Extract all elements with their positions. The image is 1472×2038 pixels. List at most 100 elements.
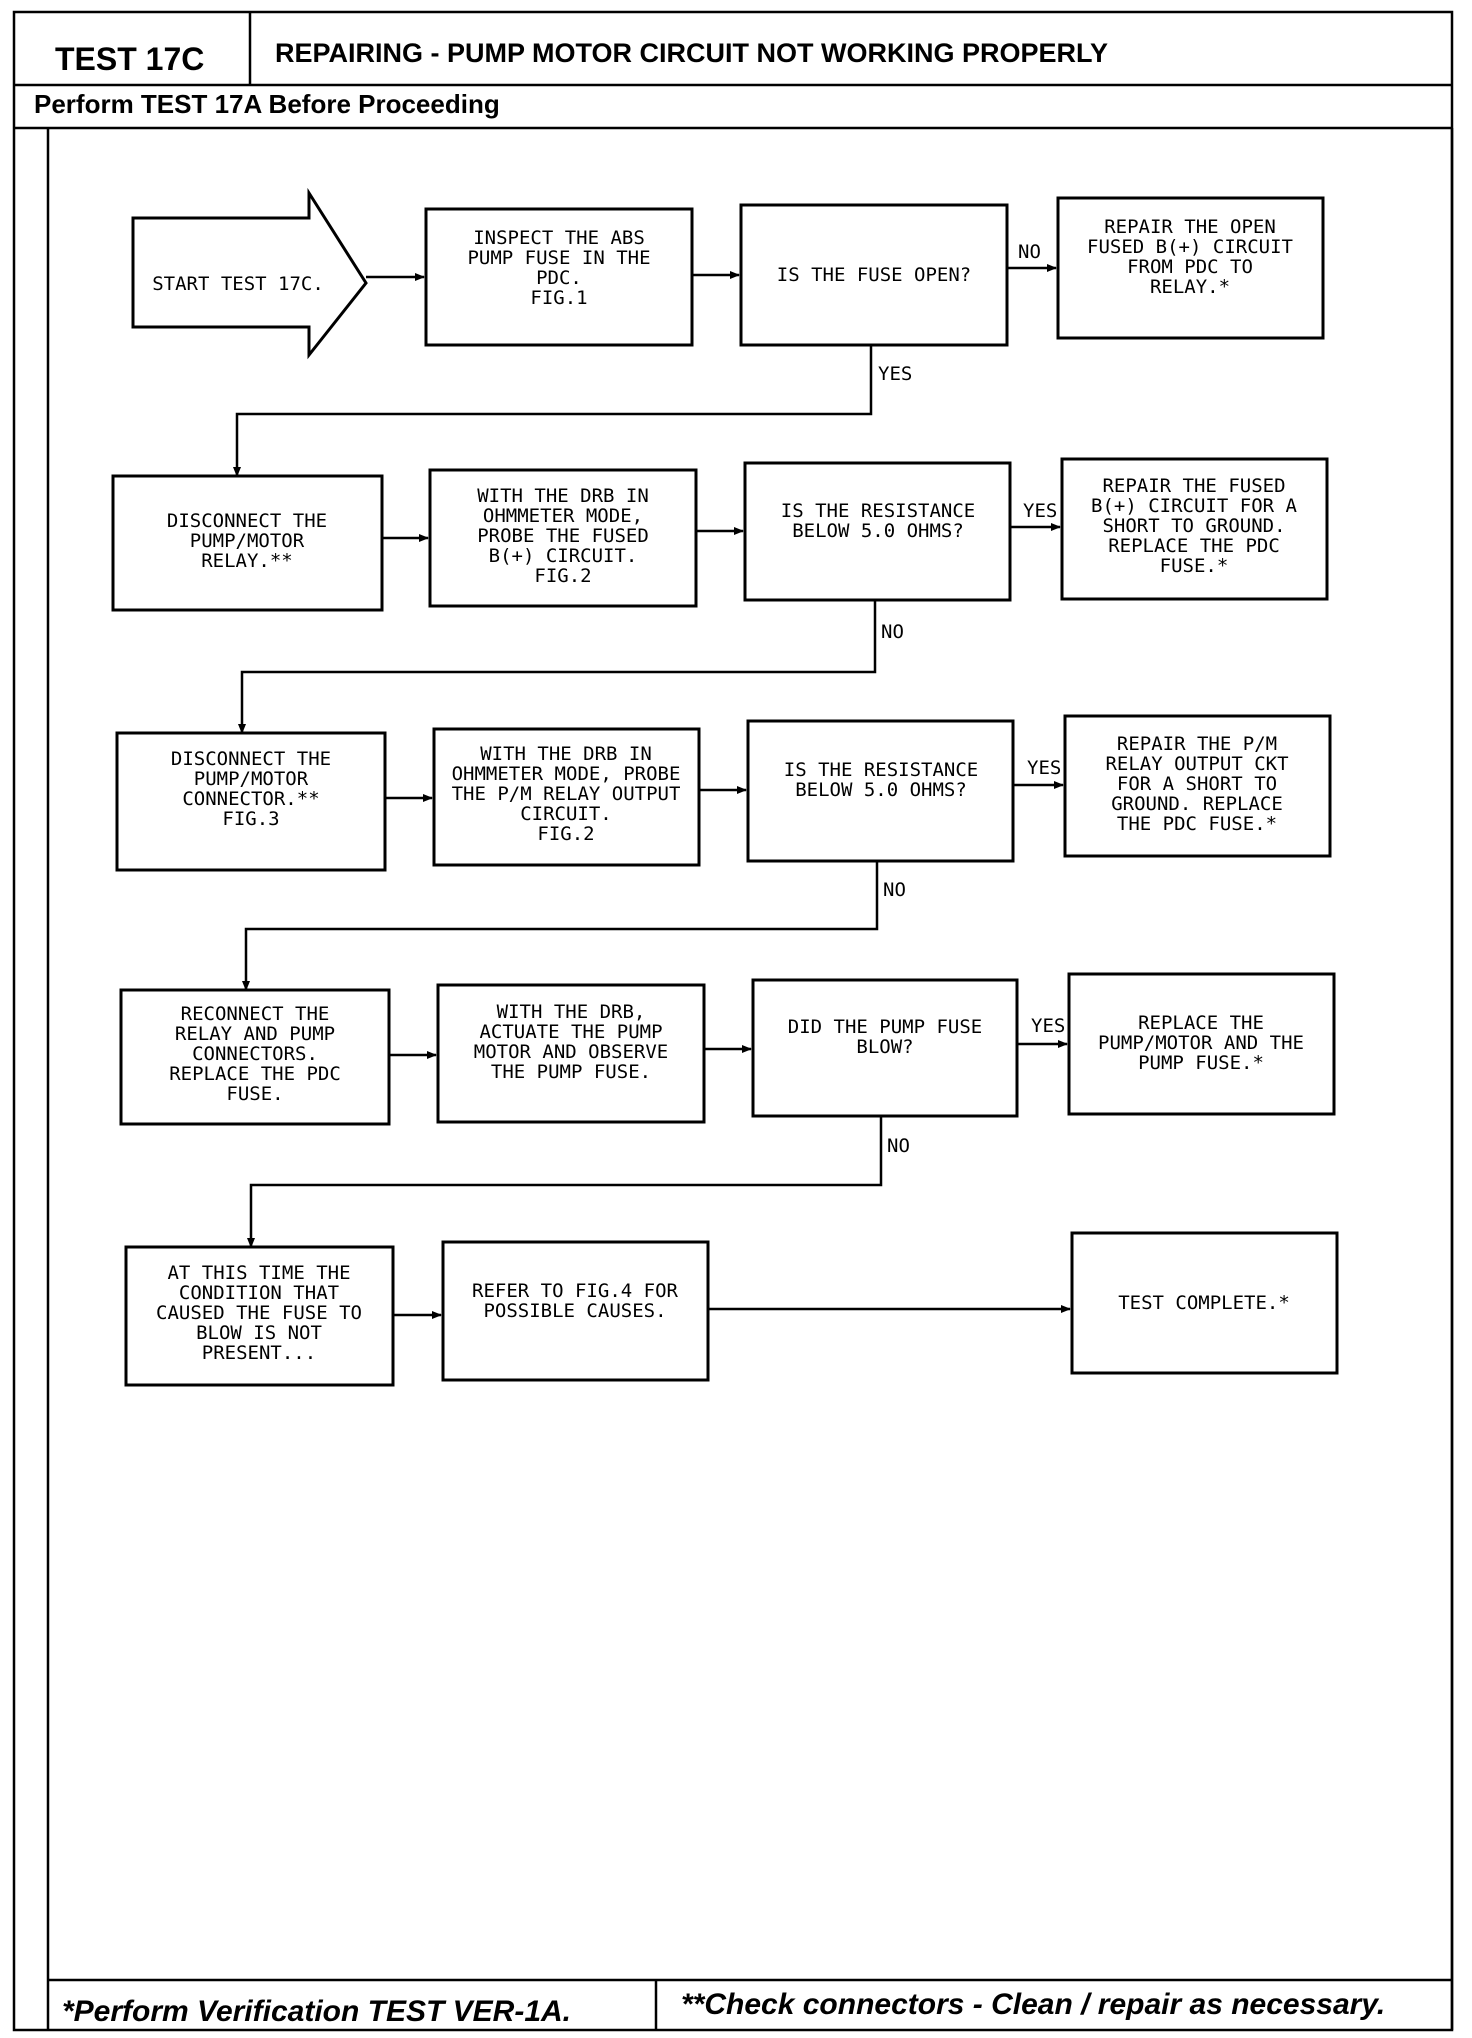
box-text-line: PUMP/MOTOR	[190, 530, 305, 552]
box-text-line: IS THE RESISTANCE	[784, 759, 978, 781]
box-text-line: CIRCUIT.	[520, 803, 612, 825]
box-text-line: PUMP FUSE.*	[1138, 1052, 1264, 1074]
box-text-line: REPAIR THE P/M	[1117, 733, 1277, 755]
refer-fig4-box	[441, 1240, 710, 1382]
prerequisite-note: Perform TEST 17A Before Proceeding	[34, 89, 500, 119]
box-text-line: PUMP FUSE IN THE	[467, 247, 650, 269]
test-complete-text: TEST COMPLETE.*	[1118, 1292, 1290, 1314]
footer-connectors-note: **Check connectors - Clean / repair as n…	[681, 1988, 1385, 2021]
box-text-line: WITH THE DRB IN	[480, 743, 652, 765]
box-text-line: FOR A SHORT TO	[1117, 773, 1277, 795]
box-text-line: PROBE THE FUSED	[477, 525, 649, 547]
resistance-question-box-1	[743, 461, 1012, 602]
box-text-line: CONDITION THAT	[179, 1282, 339, 1304]
box-text-line: B(+) CIRCUIT.	[489, 545, 638, 567]
box-text-line: FUSED B(+) CIRCUIT	[1087, 236, 1293, 258]
box-text-line: TEST COMPLETE.*	[1118, 1292, 1290, 1314]
pump-fuse-question-box	[751, 978, 1019, 1118]
box-text-line: OHMMETER MODE,	[483, 505, 643, 527]
resistance-question-box-2	[746, 719, 1015, 863]
box-text-line: PUMP/MOTOR AND THE	[1098, 1032, 1304, 1054]
box-text-line: BLOW IS NOT	[196, 1322, 322, 1344]
box-text-line: RELAY.*	[1150, 276, 1230, 298]
disconnect-relay-box	[111, 474, 384, 612]
box-text-line: PUMP/MOTOR	[194, 768, 309, 790]
repair-fused-short-box	[1060, 457, 1329, 601]
branch-yes-label-4: YES	[1031, 1015, 1065, 1037]
repair-relay-output-box	[1063, 714, 1332, 858]
box-text-line: FIG.1	[530, 287, 587, 309]
box-text-line: REPLACE THE	[1138, 1012, 1264, 1034]
test-id-label: TEST 17C	[55, 41, 204, 77]
box-text-line: PRESENT...	[202, 1342, 316, 1364]
box-text-line: CAUSED THE FUSE TO	[156, 1302, 362, 1324]
box-text-line: THE P/M RELAY OUTPUT	[452, 783, 681, 805]
box-text-line: FIG.3	[222, 808, 279, 830]
box-text-line: FUSE.	[226, 1083, 283, 1105]
test-complete-box	[1070, 1231, 1339, 1375]
reconnect-relay-box	[119, 988, 391, 1126]
box-text-line: DISCONNECT THE	[167, 510, 327, 532]
probe-relay-output-box	[432, 727, 701, 867]
connector-no-to-row5	[247, 1116, 883, 1248]
box-text-line: REPLACE THE PDC	[169, 1063, 341, 1085]
branch-no-label-3: NO	[883, 879, 906, 901]
box-text-line: IS THE FUSE OPEN?	[777, 264, 971, 286]
box-text-line: SHORT TO GROUND.	[1102, 515, 1285, 537]
box-text-line: CONNECTOR.**	[182, 788, 319, 810]
box-text-line: DID THE PUMP FUSE	[788, 1016, 982, 1038]
box-text-line: WITH THE DRB IN	[477, 485, 649, 507]
footer-verification-note: *Perform Verification TEST VER-1A.	[62, 1995, 571, 2028]
box-text-line: REPAIR THE OPEN	[1104, 216, 1276, 238]
box-text-line: INSPECT THE ABS	[473, 227, 645, 249]
box-text-line: FROM PDC TO	[1127, 256, 1253, 278]
box-text-line: RECONNECT THE	[181, 1003, 330, 1025]
branch-no-label-2: NO	[881, 621, 904, 643]
probe-fused-circuit-box	[428, 468, 698, 608]
box-text-line: REPLACE THE PDC	[1108, 535, 1280, 557]
box-text-line: ACTUATE THE PUMP	[479, 1021, 662, 1043]
inspect-fuse-box	[424, 207, 694, 347]
box-text-line: OHMMETER MODE, PROBE	[452, 763, 681, 785]
branch-yes-label-2: YES	[1023, 500, 1057, 522]
box-text-line: PDC.	[536, 267, 582, 289]
branch-no-label-4: NO	[887, 1135, 910, 1157]
box-text-line: RELAY.**	[201, 550, 293, 572]
box-text-line: FIG.2	[537, 823, 594, 845]
box-text-line: BELOW 5.0 OHMS?	[795, 779, 967, 801]
box-text-line: BLOW?	[856, 1036, 913, 1058]
box-text-line: RELAY OUTPUT CKT	[1105, 753, 1288, 775]
branch-yes-label-3: YES	[1027, 757, 1061, 779]
box-text-line: START TEST 17C.	[152, 273, 324, 295]
replace-pump-motor-box	[1067, 972, 1336, 1116]
connector-no-to-row4	[242, 861, 879, 991]
box-text-line: WITH THE DRB,	[497, 1001, 646, 1023]
connector-yes-to-row2	[233, 345, 873, 477]
box-text-line: THE PUMP FUSE.	[491, 1061, 651, 1083]
box-text-line: BELOW 5.0 OHMS?	[792, 520, 964, 542]
box-text-line: RELAY AND PUMP	[175, 1023, 335, 1045]
box-text-line: IS THE RESISTANCE	[781, 500, 975, 522]
fuse-open-question-text: IS THE FUSE OPEN?	[777, 264, 971, 286]
branch-yes-label: YES	[878, 363, 912, 385]
box-text-line: CONNECTORS.	[192, 1043, 318, 1065]
page-title: REPAIRING - PUMP MOTOR CIRCUIT NOT WORKI…	[275, 38, 1108, 68]
start-label: START TEST 17C.	[152, 273, 324, 295]
box-text-line: GROUND. REPLACE	[1111, 793, 1283, 815]
box-text-line: MOTOR AND OBSERVE	[474, 1041, 668, 1063]
box-text-line: AT THIS TIME THE	[167, 1262, 350, 1284]
